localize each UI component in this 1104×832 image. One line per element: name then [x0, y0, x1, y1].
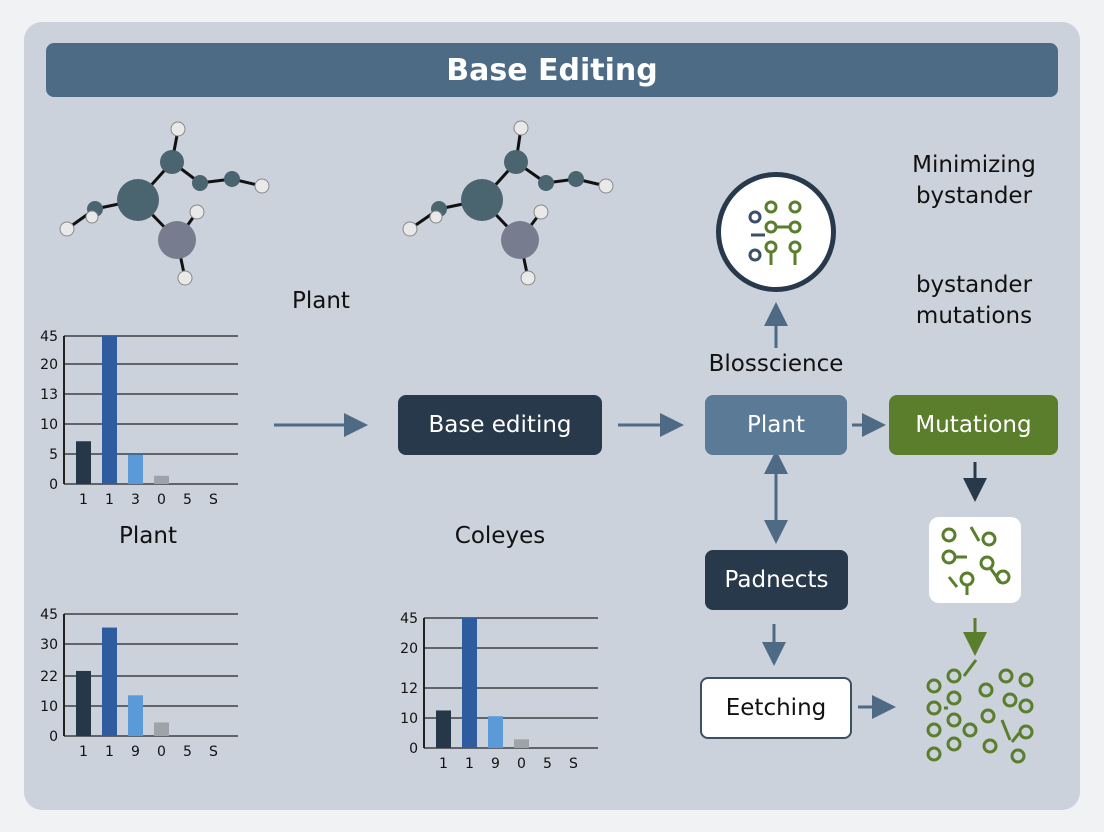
x-tick-label: 1 [105, 744, 114, 760]
y-tick-label: 12 [400, 681, 418, 697]
label-blosscience: Blosscience [708, 351, 844, 377]
x-tick-label: 1 [79, 492, 88, 508]
base-editing-box: Base editing [398, 395, 602, 455]
bar-chart-bottom-center: 0 10 12 20 45 1 1 9 0 5 S [390, 608, 610, 778]
x-tick-label: 0 [517, 756, 526, 772]
label-plant-left: Plant [119, 523, 177, 549]
circuit-circle-icon [716, 172, 836, 292]
y-tick-label: 20 [40, 357, 58, 373]
label-minimizing-bystander: Minimizing bystander [912, 152, 1036, 209]
bar [76, 441, 91, 484]
bar [154, 475, 169, 484]
label-bystander-mutations: bystander mutations [915, 272, 1033, 329]
label-plant-top: Plant [292, 288, 350, 314]
x-tick-label: 1 [465, 756, 474, 772]
x-tick-label: 3 [131, 492, 140, 508]
eetching-box: Eetching [700, 677, 852, 739]
x-tick-label: 5 [543, 756, 552, 772]
x-tick-label: 1 [105, 492, 114, 508]
y-tick-label: 10 [40, 417, 58, 433]
y-tick-label: 22 [40, 669, 58, 685]
y-tick-label: 5 [49, 447, 58, 463]
y-tick-label: 45 [400, 611, 418, 627]
bar [488, 716, 503, 748]
bar [102, 336, 117, 484]
bar [128, 454, 143, 484]
x-tick-label: 5 [183, 492, 192, 508]
y-tick-label: 45 [40, 607, 58, 623]
y-tick-label: 10 [40, 699, 58, 715]
y-tick-label: 13 [40, 387, 58, 403]
bar [76, 670, 91, 736]
x-tick-label: S [209, 492, 218, 508]
plant-box: Plant [705, 395, 847, 455]
x-tick-label: 1 [79, 744, 88, 760]
label-coleyes: Coleyes [454, 523, 546, 549]
bar [102, 627, 117, 736]
x-tick-label: 1 [439, 756, 448, 772]
y-tick-label: 45 [40, 329, 58, 345]
y-tick-label: 20 [400, 641, 418, 657]
bar [436, 710, 451, 748]
molecule-icon-left [59, 121, 270, 286]
bar-chart-bottom-left: 0 10 22 30 45 1 1 9 0 5 S [30, 602, 250, 766]
x-tick-label: 5 [183, 744, 192, 760]
mutationg-box: Mutationg [889, 395, 1058, 455]
padnects-box: Padnects [705, 550, 848, 610]
bar [514, 739, 529, 748]
x-tick-label: S [209, 744, 218, 760]
y-tick-label: 0 [49, 729, 58, 745]
y-tick-label: 10 [400, 711, 418, 727]
x-tick-label: S [569, 756, 578, 772]
y-tick-label: 0 [409, 741, 418, 757]
x-tick-label: 9 [131, 744, 140, 760]
y-tick-label: 30 [40, 637, 58, 653]
circuit-square-icon [929, 517, 1021, 603]
x-tick-label: 9 [491, 756, 500, 772]
bar [462, 618, 477, 748]
bar [154, 722, 169, 736]
molecule-icon-center [402, 120, 614, 286]
y-tick-label: 0 [49, 477, 58, 493]
x-tick-label: 0 [157, 492, 166, 508]
title-banner: Base Editing [46, 43, 1058, 97]
bar [128, 695, 143, 736]
x-tick-label: 0 [157, 744, 166, 760]
